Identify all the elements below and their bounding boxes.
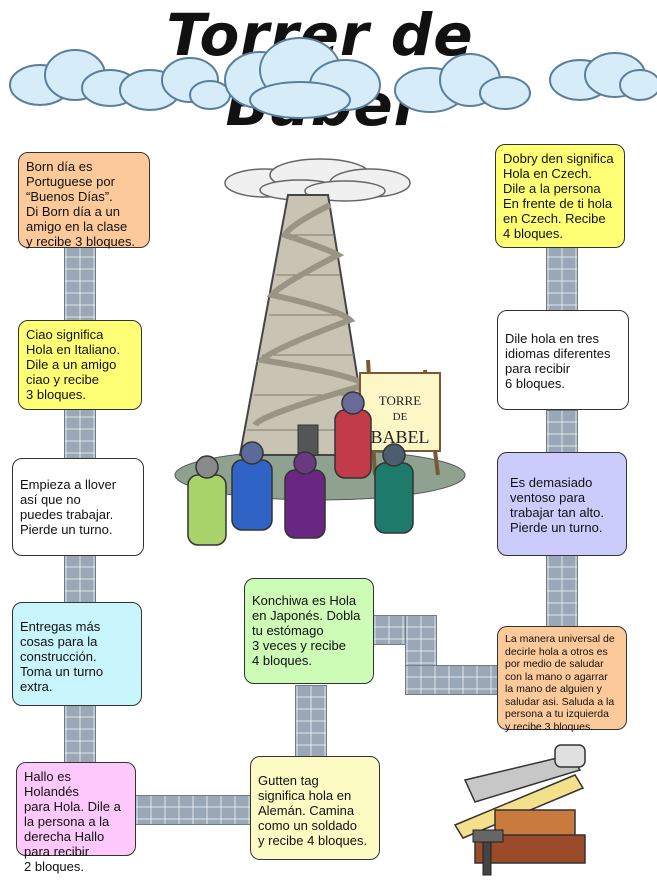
space-card-dutch: Hallo es Holandés para Hola. Dile a la p… (16, 762, 136, 874)
path-segment (546, 555, 578, 629)
person-blue (231, 441, 273, 531)
svg-text:BABEL: BABEL (370, 427, 429, 447)
space-card-portuguese: Born día es Portuguese por “Buenos Días”… (18, 152, 150, 249)
path-segment (64, 245, 96, 327)
tower-illustration: TORRE DE BABEL (174, 158, 466, 546)
hammer-icon (472, 829, 504, 876)
path-segment (546, 410, 578, 457)
cloud-1 (9, 49, 139, 107)
clouds-decoration (9, 37, 657, 119)
person-green (187, 455, 227, 546)
ruler-icon (453, 774, 585, 839)
space-card-japanese: Konchiwa es Hola en Japonés. Dobla tu es… (244, 578, 374, 684)
path-segment (135, 795, 257, 825)
space-card-universal: La manera universal de decirle hola a ot… (497, 626, 627, 733)
space-card-czech: Dobry den significa Hola en Czech. Dile … (495, 144, 625, 248)
space-card-rain: Empieza a llover así que no puedes traba… (12, 458, 144, 556)
cloud-5 (549, 52, 657, 101)
space-card-extra-turn: Entregas más cosas para la construcción.… (12, 602, 142, 706)
person-purple (284, 451, 326, 539)
person-red (334, 391, 372, 479)
tools-illustration (453, 744, 586, 876)
path-segment (546, 245, 578, 312)
cloud-3 (224, 37, 381, 119)
space-card-german: Gutten tag significa hola en Alemán. Cam… (250, 756, 380, 860)
sign-label: TORRE (379, 393, 421, 408)
space-card-three-languages: Dile hola en tres idiomas diferentes par… (497, 310, 629, 410)
path-segment (405, 665, 502, 695)
path-segment (64, 555, 96, 607)
cloud-4 (394, 53, 531, 113)
saw-icon (463, 754, 582, 803)
person-teal (374, 443, 414, 534)
svg-text:DE: DE (393, 411, 408, 423)
space-card-windy: Es demasiado ventoso para trabajar tan a… (497, 452, 627, 556)
cloud-2 (119, 57, 231, 111)
space-card-italian: Ciao significa Hola en Italiano. Dile a … (18, 320, 142, 410)
path-segment (295, 685, 327, 759)
path-segment (64, 405, 96, 462)
path-segment (64, 705, 96, 772)
